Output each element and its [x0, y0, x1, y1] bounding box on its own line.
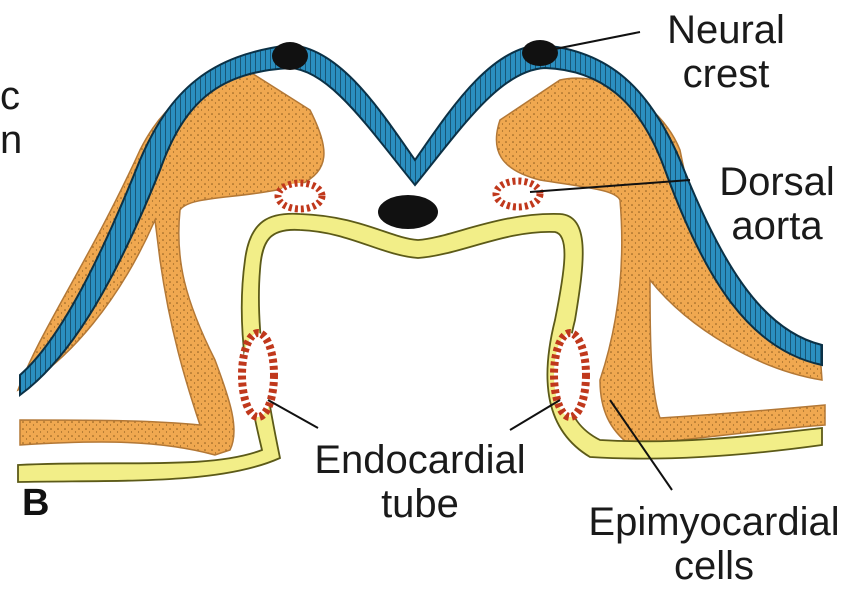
label-epimyocardial-cells: Epimyocardial cells [566, 500, 862, 588]
label-neural-crest-line-1: Neural [646, 8, 806, 52]
dorsal-aorta-left [278, 183, 322, 209]
leader-endocardial-right [510, 400, 560, 430]
panel-letter: B [22, 482, 49, 525]
label-endocardial-tube-line-1: Endocardial [290, 438, 550, 482]
dorsal-aorta-right [496, 181, 540, 207]
cropped-text-line-1: c [0, 74, 22, 118]
label-endocardial-tube-line-2: tube [290, 482, 550, 526]
label-epimyocardial-cells-line-1: Epimyocardial [566, 500, 862, 544]
leader-endocardial-left [268, 400, 318, 428]
label-dorsal-aorta: Dorsal aorta [692, 160, 862, 248]
endocardial-tube-left [242, 333, 274, 417]
cropped-text-line-2: n [0, 118, 22, 162]
cropped-text-top: c n [0, 74, 22, 162]
neural-crest-left [272, 42, 308, 70]
label-endocardial-tube: Endocardial tube [290, 438, 550, 526]
label-neural-crest: Neural crest [646, 8, 806, 96]
notochord [378, 195, 438, 229]
neural-crest-right [522, 40, 558, 66]
leader-neural-crest [550, 32, 640, 50]
label-dorsal-aorta-line-1: Dorsal [692, 160, 862, 204]
label-neural-crest-line-2: crest [646, 52, 806, 96]
endocardial-tube-right [554, 333, 586, 417]
label-dorsal-aorta-line-2: aorta [692, 204, 862, 248]
label-epimyocardial-cells-line-2: cells [566, 544, 862, 588]
